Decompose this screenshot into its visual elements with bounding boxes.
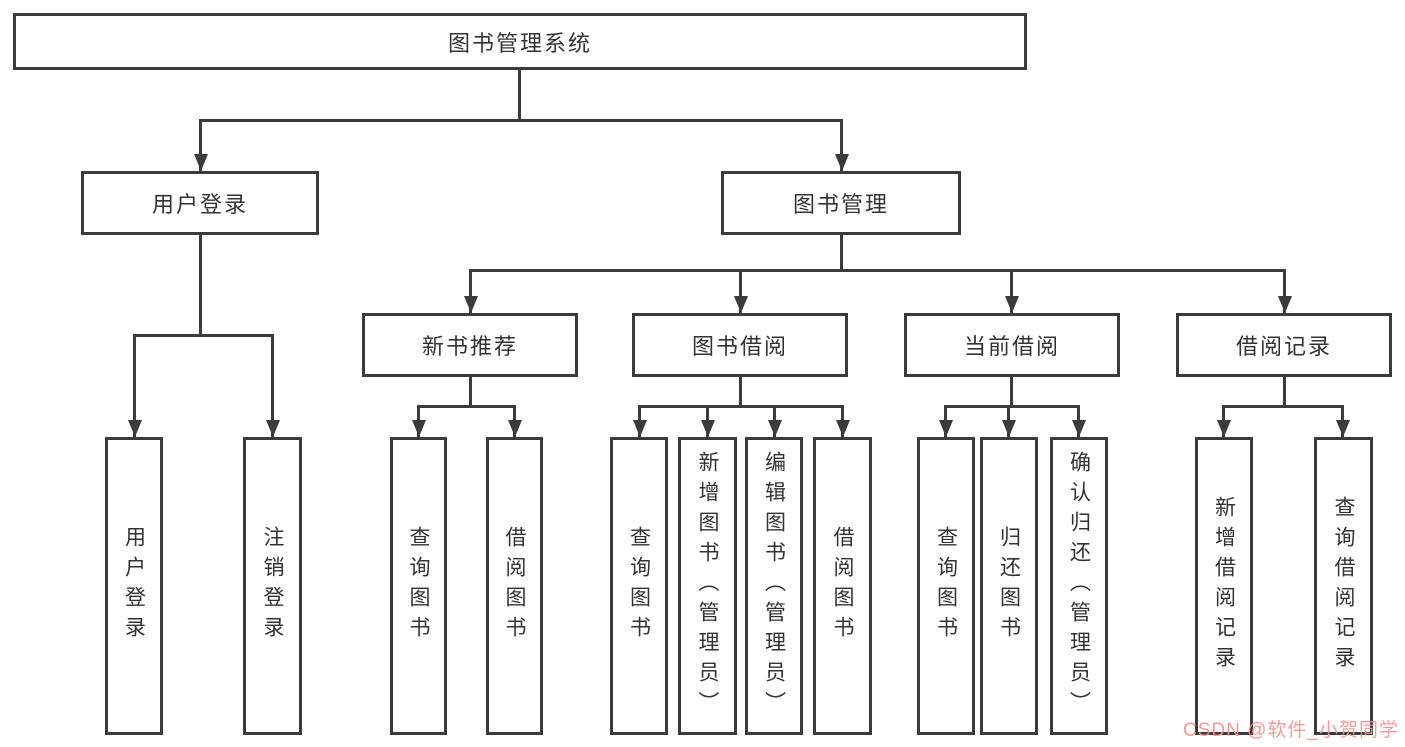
- node-current-borrow: 当前借阅: [904, 313, 1120, 377]
- connector-arrow: [199, 119, 202, 171]
- connector-arrow: [706, 405, 709, 437]
- leaf-current-return-books: 归还图书: [980, 437, 1038, 735]
- node-new-book-recommend: 新书推荐: [362, 313, 578, 377]
- connector-arrow: [1283, 269, 1286, 313]
- connector-arrow: [1341, 405, 1344, 437]
- leaf-current-query-books: 查询图书: [917, 437, 975, 735]
- connector-line: [417, 405, 516, 408]
- connector-arrow: [513, 405, 516, 437]
- connector-arrow: [1222, 405, 1225, 437]
- node-book-manage: 图书管理: [721, 171, 961, 235]
- csdn-watermark: CSDN @软件_小贺同学: [1183, 720, 1399, 741]
- connector-arrow: [271, 334, 274, 437]
- connector-line: [199, 235, 202, 337]
- connector-arrow: [417, 405, 420, 437]
- node-borrow-records: 借阅记录: [1176, 313, 1392, 377]
- connector-line: [1283, 377, 1286, 408]
- connector-arrow: [841, 405, 844, 437]
- leaf-recommend-query-books: 查询图书: [390, 437, 447, 735]
- leaf-borrow-add-books-admin: 新增图书（管理员）: [678, 437, 737, 735]
- leaf-borrow-borrow-books: 借阅图书: [813, 437, 872, 735]
- connector-line: [739, 377, 742, 408]
- connector-arrow: [840, 119, 843, 171]
- leaf-borrow-query-books: 查询图书: [610, 437, 668, 735]
- leaf-records-query-record: 查询借阅记录: [1314, 437, 1373, 735]
- connector-arrow: [944, 405, 947, 437]
- connector-arrow: [773, 405, 776, 437]
- leaf-current-confirm-return-admin: 确认归还（管理员）: [1050, 437, 1108, 735]
- connector-line: [469, 377, 472, 408]
- connector-line: [469, 269, 1286, 272]
- leaf-borrow-edit-books-admin: 编辑图书（管理员）: [745, 437, 803, 735]
- connector-line: [1222, 405, 1344, 408]
- connector-arrow: [1077, 405, 1080, 437]
- connector-line: [133, 334, 274, 337]
- leaf-user-login: 用户登录: [105, 437, 163, 735]
- connector-arrow: [469, 269, 472, 313]
- node-root-system: 图书管理系统: [13, 13, 1027, 70]
- leaf-recommend-borrow-books: 借阅图书: [486, 437, 543, 735]
- connector-arrow: [638, 405, 641, 437]
- connector-line: [840, 235, 843, 272]
- connector-arrow: [133, 334, 136, 437]
- leaf-logout: 注销登录: [243, 437, 302, 735]
- node-book-borrow: 图书借阅: [632, 313, 848, 377]
- connector-arrow: [739, 269, 742, 313]
- connector-line: [1010, 377, 1013, 408]
- connector-arrow: [1010, 269, 1013, 313]
- connector-line: [518, 70, 521, 122]
- connector-line: [199, 119, 843, 122]
- connector-line: [944, 405, 1080, 408]
- leaf-records-add-record: 新增借阅记录: [1195, 437, 1253, 735]
- connector-line: [638, 405, 842, 408]
- connector-arrow: [1007, 405, 1010, 437]
- node-user-login: 用户登录: [81, 171, 319, 235]
